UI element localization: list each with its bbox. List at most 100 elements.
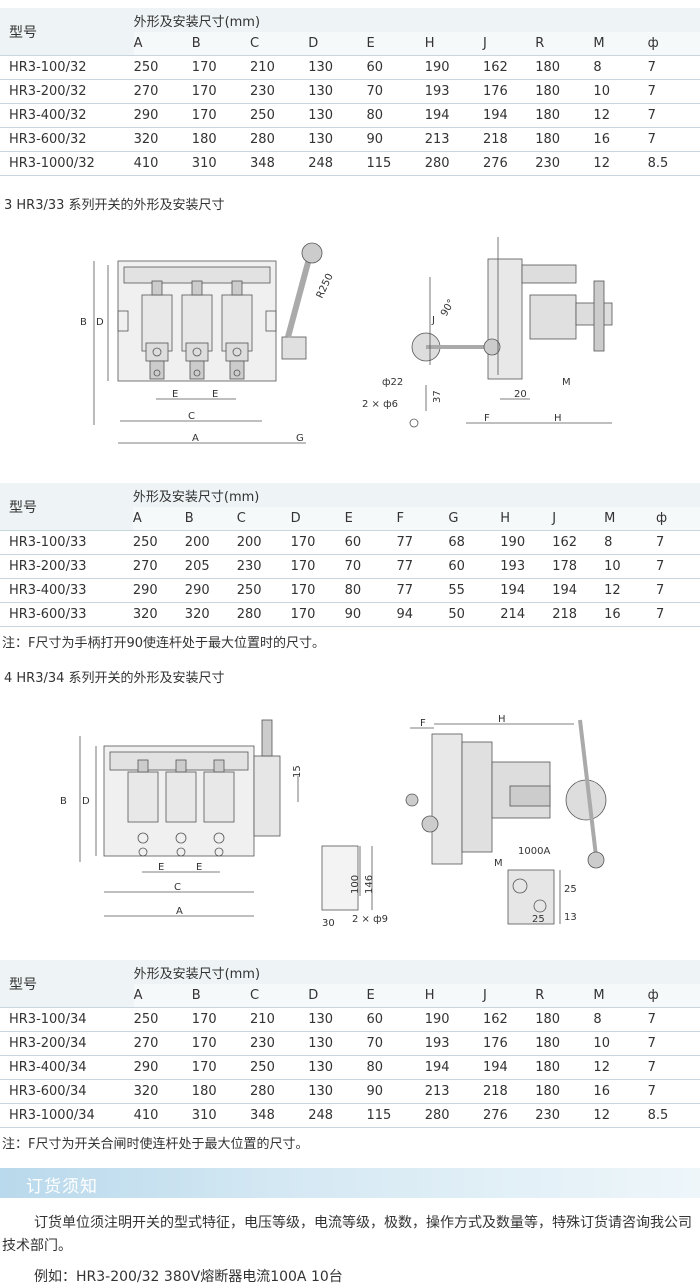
dim-13-label: 13: [564, 912, 577, 923]
value-cell: 193: [424, 1031, 483, 1056]
diagram-hr3-33: B D E E C A G R250 J 90° ф22 2 × ф6 37 2…: [80, 237, 613, 444]
value-cell: 210: [250, 55, 309, 80]
value-cell: 7: [647, 127, 700, 152]
value-cell: 7: [647, 79, 700, 104]
value-cell: 80: [366, 103, 425, 128]
column-header: R: [535, 32, 594, 56]
phi9-label: 2 × ф9: [352, 914, 388, 925]
dim-h-label: H: [554, 413, 562, 424]
value-cell: 250: [133, 55, 192, 80]
value-cell: 180: [535, 127, 594, 152]
value-cell: 16: [593, 1079, 648, 1104]
value-cell: 320: [133, 1079, 192, 1104]
dim-e-label-2: E: [212, 389, 218, 400]
column-header: ф: [656, 507, 700, 531]
model-cell: HR3-200/33: [0, 554, 133, 579]
value-cell: 270: [133, 79, 192, 104]
value-cell: 190: [500, 530, 553, 555]
value-cell: 280: [250, 1079, 309, 1104]
dim-e-label-2: E: [196, 862, 202, 873]
model-header: 型号: [0, 483, 133, 531]
value-cell: 250: [250, 1055, 309, 1080]
value-cell: 180: [535, 1007, 594, 1032]
value-cell: 218: [552, 602, 605, 627]
value-cell: 230: [250, 1031, 309, 1056]
value-cell: 7: [647, 1055, 700, 1080]
value-cell: 348: [250, 1103, 309, 1128]
dim-37-label: 37: [432, 390, 443, 403]
value-cell: 8.5: [647, 151, 700, 176]
value-cell: 248: [308, 151, 367, 176]
value-cell: 130: [308, 103, 367, 128]
dim-146-label: 146: [364, 875, 375, 894]
value-cell: 77: [396, 578, 449, 603]
value-cell: 320: [184, 602, 237, 627]
value-cell: 270: [133, 1031, 192, 1056]
value-cell: 180: [191, 127, 251, 152]
column-header: F: [396, 507, 449, 531]
column-header: A: [133, 984, 192, 1008]
column-header: J: [482, 32, 536, 56]
value-cell: 130: [308, 79, 367, 104]
value-cell: 320: [132, 602, 185, 627]
value-cell: 180: [191, 1079, 251, 1104]
value-cell: 60: [344, 530, 397, 555]
order-banner: 订货须知: [0, 1168, 700, 1198]
dim-c-label: C: [188, 411, 195, 422]
column-header: A: [132, 507, 185, 531]
value-cell: 12: [604, 578, 657, 603]
dim-d-label: D: [96, 317, 104, 328]
value-cell: 290: [133, 103, 192, 128]
phi22-label: ф22: [382, 377, 403, 388]
column-header: M: [593, 32, 648, 56]
value-cell: 194: [482, 1055, 536, 1080]
model-cell: HR3-1000/34: [0, 1103, 134, 1128]
value-cell: 16: [604, 602, 657, 627]
value-cell: 194: [482, 103, 536, 128]
value-cell: 178: [552, 554, 605, 579]
dim-c-label: C: [174, 882, 181, 893]
value-cell: 55: [448, 578, 501, 603]
value-cell: 115: [366, 1103, 425, 1128]
value-cell: 60: [448, 554, 501, 579]
column-header: G: [448, 507, 501, 531]
value-cell: 50: [448, 602, 501, 627]
model-cell: HR3-600/33: [0, 602, 133, 627]
value-cell: 170: [290, 530, 345, 555]
dim-a-label: A: [176, 906, 183, 917]
value-cell: 162: [482, 1007, 536, 1032]
value-cell: 60: [366, 1007, 425, 1032]
model-cell: HR3-400/32: [0, 103, 134, 128]
value-cell: 213: [424, 1079, 483, 1104]
dim-15-label: 15: [292, 765, 303, 778]
column-header: B: [191, 984, 251, 1008]
dim-b-label: B: [60, 796, 67, 807]
value-cell: 80: [366, 1055, 425, 1080]
dim-r-label: R250: [315, 272, 336, 300]
column-header: ф: [647, 984, 700, 1008]
value-cell: 70: [366, 79, 425, 104]
value-cell: 218: [482, 127, 536, 152]
value-cell: 90: [344, 602, 397, 627]
value-cell: 248: [308, 1103, 367, 1128]
angle-label: 90°: [439, 298, 457, 319]
dim-m-label: M: [494, 858, 503, 869]
value-cell: 348: [250, 151, 309, 176]
value-cell: 70: [366, 1031, 425, 1056]
value-cell: 10: [593, 1031, 648, 1056]
value-cell: 180: [535, 1079, 594, 1104]
dim-b-label: B: [80, 317, 87, 328]
value-cell: 250: [132, 530, 185, 555]
value-cell: 280: [424, 151, 483, 176]
value-cell: 250: [250, 103, 309, 128]
value-cell: 68: [448, 530, 501, 555]
value-cell: 190: [424, 55, 483, 80]
section-title-hr3-34: 4 HR3/34 系列开关的外形及安装尺寸: [4, 671, 225, 686]
value-cell: 205: [184, 554, 237, 579]
